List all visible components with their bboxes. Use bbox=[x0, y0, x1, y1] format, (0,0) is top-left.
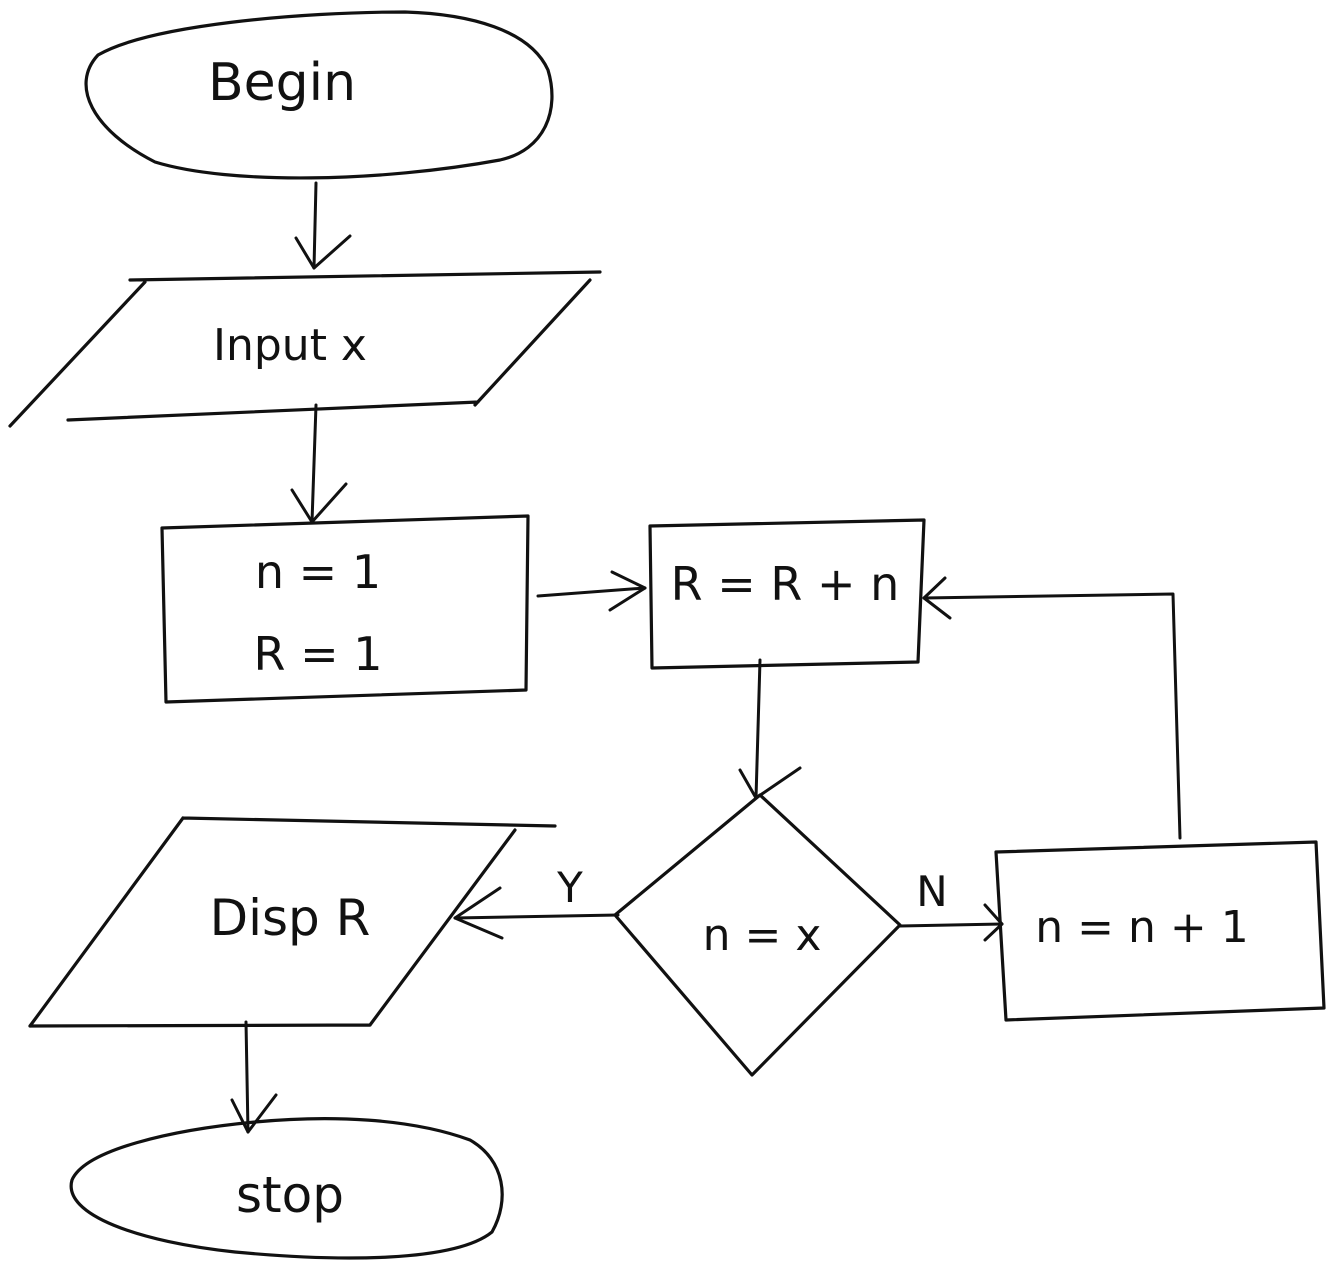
display-label: Disp R bbox=[210, 889, 371, 947]
arrow-increment-to-accumulate-head bbox=[922, 576, 952, 620]
arrow-increment-to-accumulate bbox=[922, 576, 1182, 840]
decision-label: n = x bbox=[703, 910, 822, 961]
init-line-2: R = 1 bbox=[253, 627, 382, 681]
arrow-init-to-accumulate-line bbox=[536, 586, 647, 598]
display-parallelogram-outline bbox=[28, 816, 557, 1028]
init-process-box: n = 1 R = 1 bbox=[160, 514, 530, 704]
stop-label: stop bbox=[236, 1166, 344, 1224]
accumulate-label: R = R + n bbox=[671, 557, 900, 611]
arrow-decision-to-display-head bbox=[453, 886, 504, 940]
input-parallelogram-outline bbox=[8, 270, 602, 428]
display-parallelogram: Disp R bbox=[28, 816, 557, 1028]
arrow-decision-to-increment-line bbox=[898, 922, 1004, 928]
accumulate-process-box-outline bbox=[648, 518, 926, 670]
increment-process-box-outline bbox=[994, 840, 1326, 1022]
yes-label: Y bbox=[556, 863, 583, 912]
arrow-accumulate-to-decision-line bbox=[754, 658, 762, 800]
input-label: Input x bbox=[213, 320, 367, 371]
arrow-accumulate-to-decision-head bbox=[738, 766, 802, 800]
arrow-begin-to-input-head bbox=[294, 234, 352, 270]
arrow-init-to-accumulate-head bbox=[608, 570, 647, 612]
arrow-accumulate-to-decision bbox=[738, 658, 802, 800]
arrow-input-to-init-line bbox=[310, 403, 318, 524]
input-parallelogram: Input x bbox=[8, 270, 602, 428]
arrow-decision-to-increment: N bbox=[898, 867, 1004, 942]
no-label: N bbox=[916, 867, 947, 916]
arrow-input-to-init-head bbox=[290, 482, 348, 524]
stop-terminal: stop bbox=[69, 1117, 504, 1260]
arrow-decision-to-increment-head bbox=[983, 903, 1004, 942]
increment-label: n = n + 1 bbox=[1035, 902, 1248, 953]
arrow-begin-to-input-line bbox=[312, 181, 318, 270]
decision-diamond: n = x bbox=[613, 793, 902, 1077]
begin-terminal: Begin bbox=[84, 10, 554, 180]
arrow-init-to-accumulate bbox=[536, 570, 647, 612]
begin-label: Begin bbox=[208, 53, 356, 113]
decision-diamond-outline bbox=[613, 793, 902, 1077]
increment-process-box: n = n + 1 bbox=[994, 840, 1326, 1022]
arrow-decision-to-display: Y bbox=[453, 863, 620, 940]
arrow-display-to-stop bbox=[230, 1020, 278, 1134]
begin-terminal-outline bbox=[84, 10, 554, 180]
init-process-box-outline bbox=[160, 514, 530, 704]
arrow-decision-to-display-line bbox=[453, 913, 620, 920]
init-line-1: n = 1 bbox=[255, 545, 381, 599]
arrow-begin-to-input bbox=[294, 181, 352, 270]
stop-terminal-outline bbox=[69, 1117, 504, 1260]
arrow-increment-to-accumulate-line bbox=[922, 592, 1182, 840]
arrow-display-to-stop-head bbox=[230, 1093, 278, 1134]
arrow-input-to-init bbox=[290, 403, 348, 524]
arrow-display-to-stop-line bbox=[244, 1020, 250, 1134]
accumulate-process-box: R = R + n bbox=[648, 518, 926, 670]
